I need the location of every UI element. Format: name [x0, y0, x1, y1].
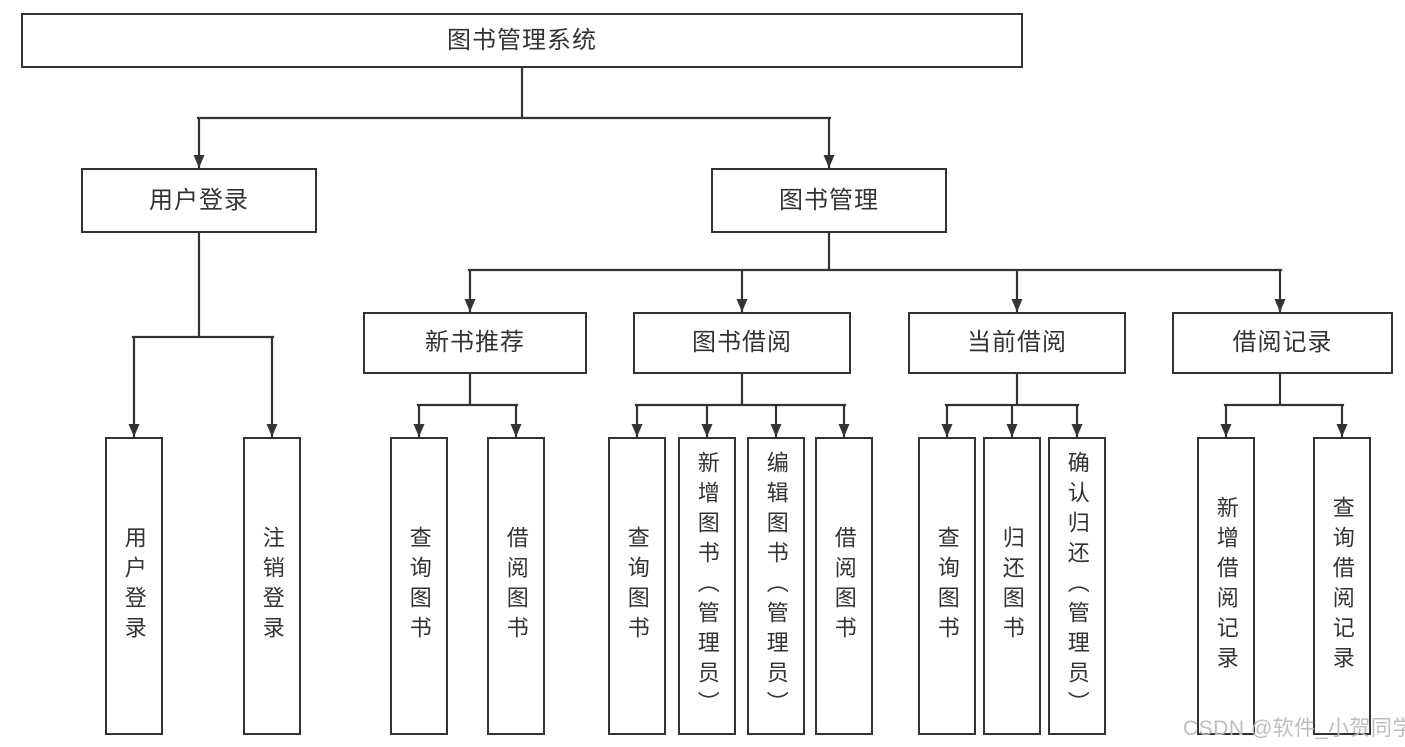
leaf-br-query-record: 查询借阅记录	[1313, 437, 1371, 735]
leaf-cb-query-book: 查询图书	[918, 437, 976, 735]
leaf-cb-return-book: 归还图书	[983, 437, 1041, 735]
node-new-book-recommend: 新书推荐	[363, 312, 587, 374]
node-book-management: 图书管理	[711, 168, 947, 233]
leaf-nbr-borrow-book: 借阅图书	[487, 437, 545, 735]
leaf-cb-confirm-return: 确认归还（管理员）	[1048, 437, 1106, 735]
leaf-bb-add-book: 新增图书（管理员）	[678, 437, 736, 735]
leaf-user-login: 用户登录	[105, 437, 163, 735]
csdn-watermark: CSDN @软件_小贺同学	[1183, 717, 1405, 740]
leaf-nbr-query-book: 查询图书	[390, 437, 448, 735]
leaf-bb-edit-book: 编辑图书（管理员）	[747, 437, 805, 735]
leaf-bb-borrow-book: 借阅图书	[815, 437, 873, 735]
node-borrow-record: 借阅记录	[1172, 312, 1393, 374]
leaf-br-add-record: 新增借阅记录	[1197, 437, 1255, 735]
node-user-login: 用户登录	[81, 168, 317, 233]
node-current-borrow: 当前借阅	[908, 312, 1126, 374]
leaf-bb-query-book: 查询图书	[608, 437, 666, 735]
node-root: 图书管理系统	[21, 13, 1023, 68]
leaf-logout-login: 注销登录	[243, 437, 301, 735]
node-book-borrow: 图书借阅	[633, 312, 851, 374]
